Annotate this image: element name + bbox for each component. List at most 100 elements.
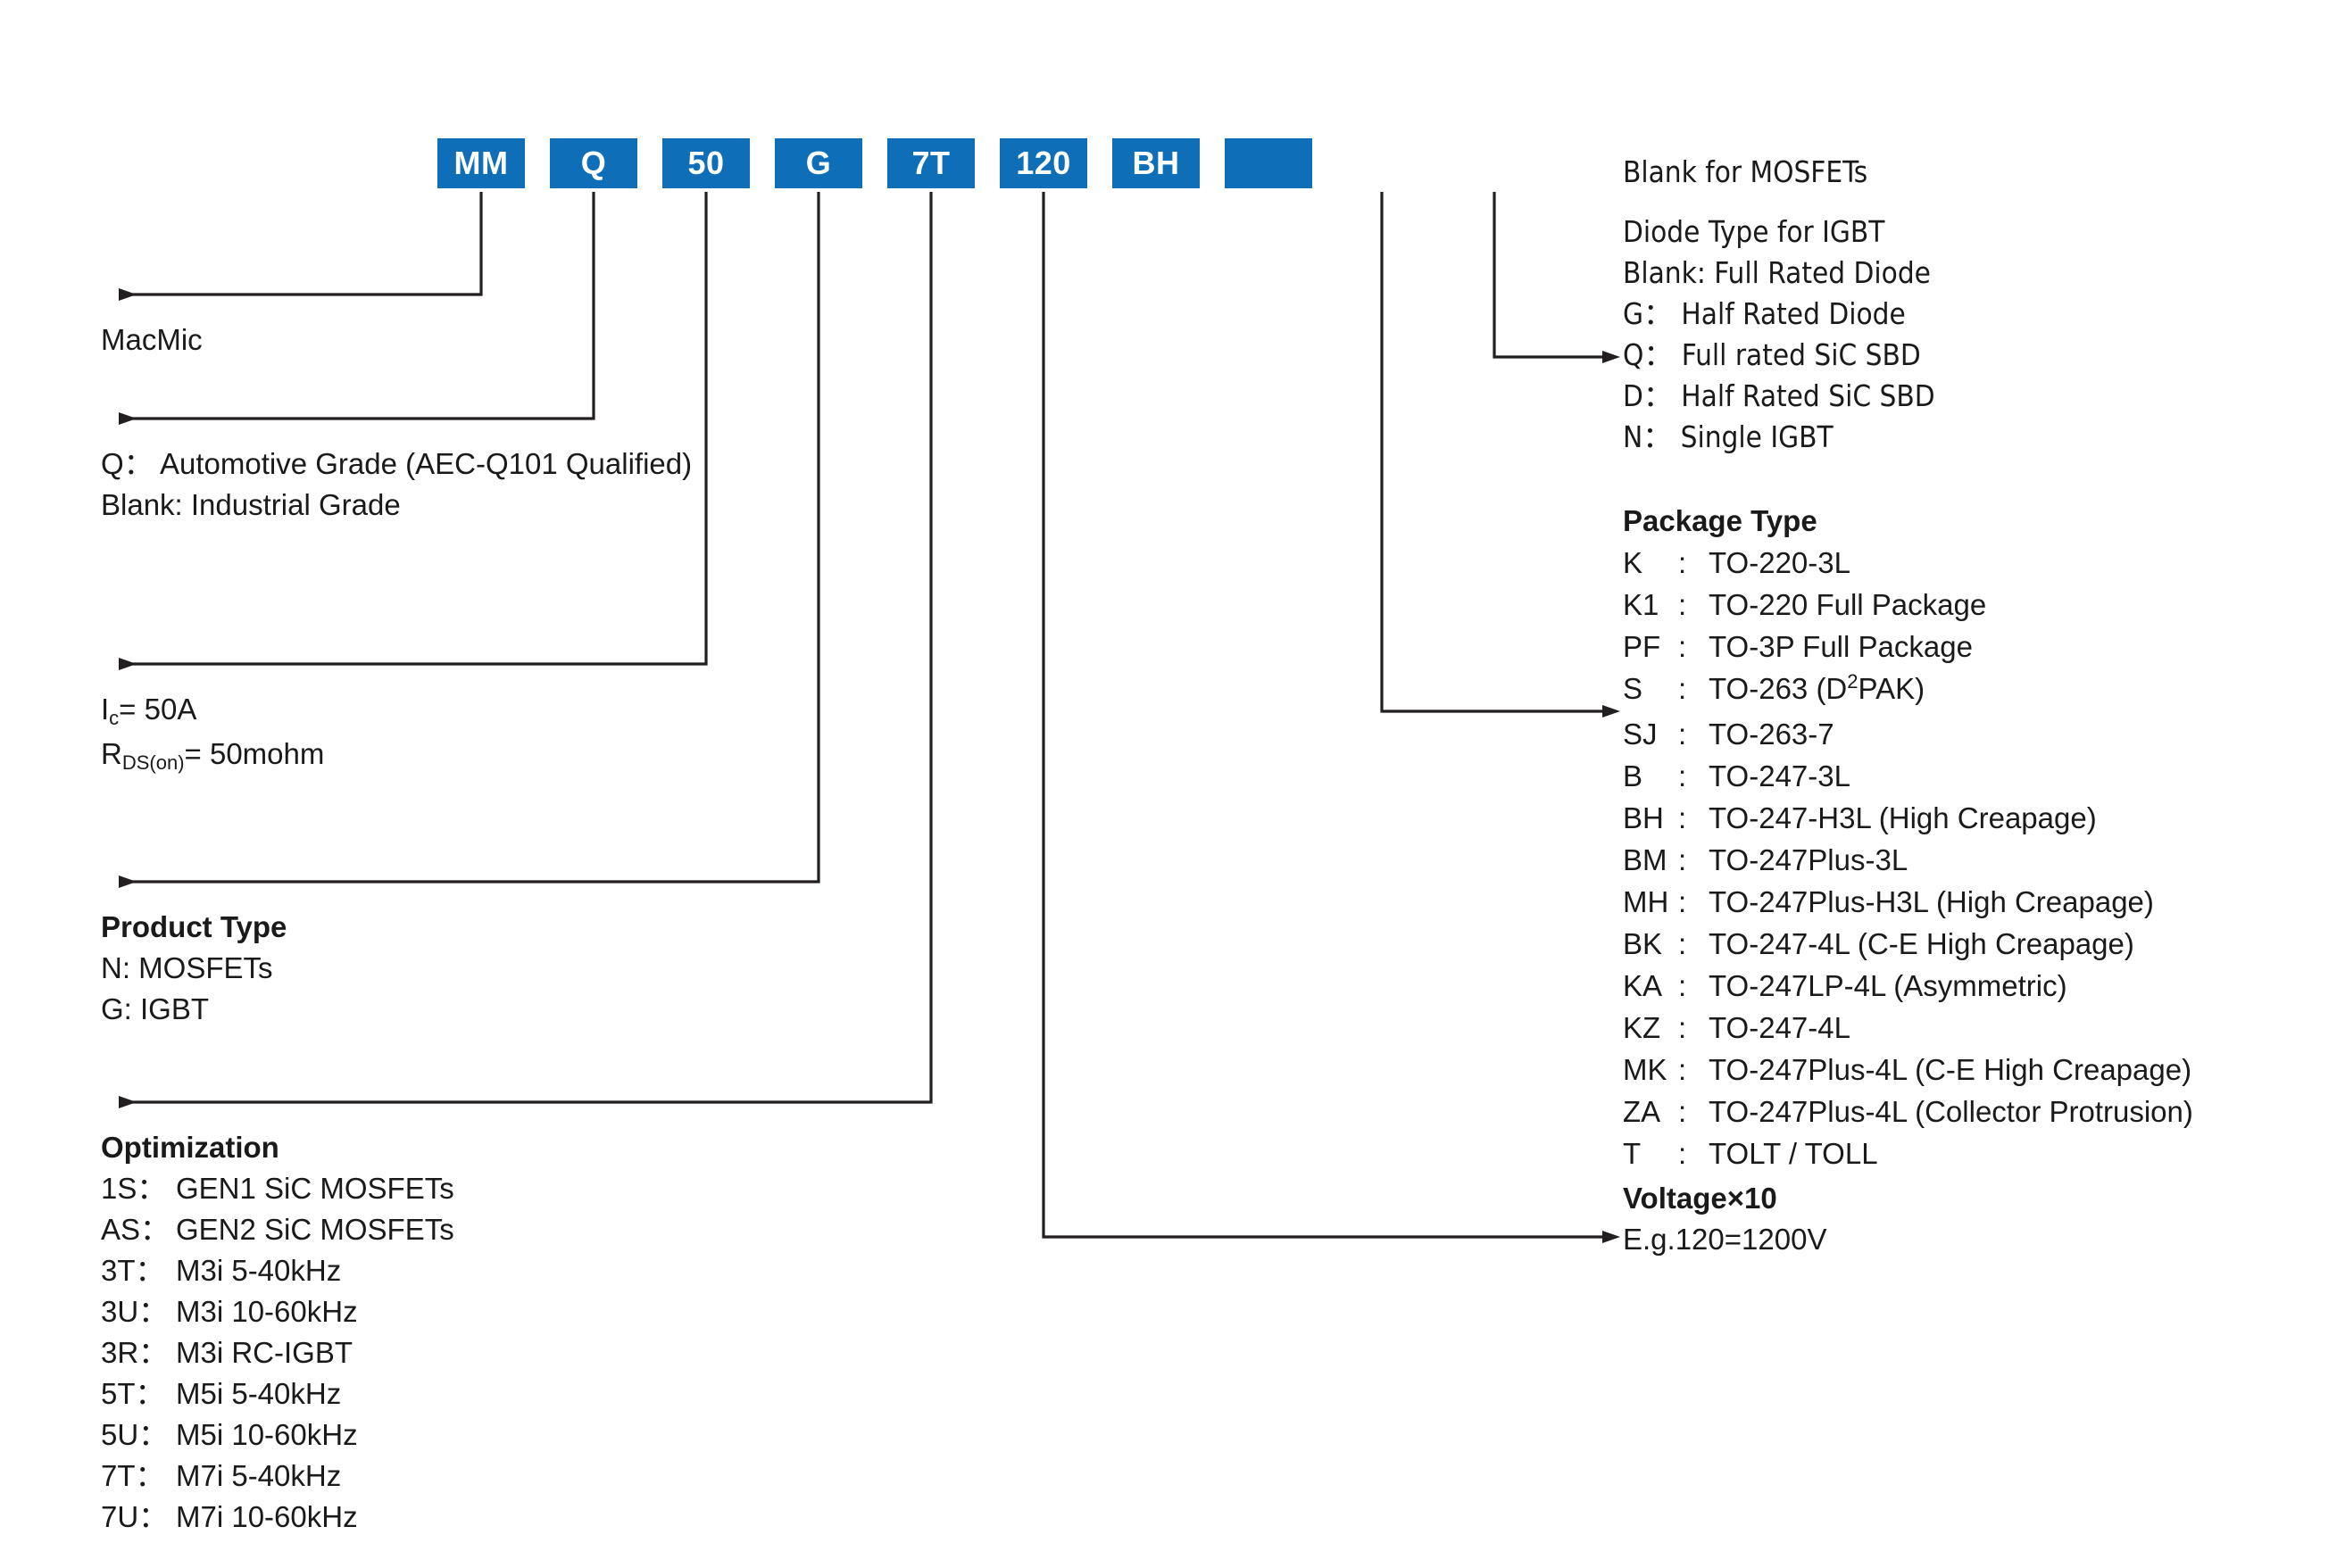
optimization-code: 3R：	[101, 1336, 169, 1369]
package-separator: :	[1678, 927, 1687, 960]
package-code: PF	[1623, 630, 1661, 663]
package-separator: :	[1678, 969, 1687, 1002]
package-separator: :	[1678, 1095, 1687, 1128]
part-number-block-50[interactable]: 50	[662, 138, 750, 188]
package-separator: :	[1678, 630, 1687, 663]
diode-type-item: Q： Full rated SiC SBD	[1623, 337, 1921, 372]
optimization-code: 7U：	[101, 1500, 169, 1533]
optimization-item: 7U：M7i 10-60kHz	[101, 1497, 454, 1538]
optimization-heading: Optimization	[101, 1131, 279, 1164]
rating-rds-on: RDS(on)= 50mohm	[101, 734, 324, 778]
annotation-brand: MacMic	[101, 319, 203, 361]
package-desc: TO-247Plus-4L (Collector Protrusion)	[1709, 1095, 2193, 1128]
optimization-desc: M5i 10-60kHz	[176, 1418, 358, 1451]
mosfet-note-label: Blank for MOSFETs	[1623, 154, 1868, 189]
package-type-item: K1: TO-220 Full Package	[1623, 584, 2193, 626]
package-desc: TO-247Plus-H3L (High Creapage)	[1709, 885, 2154, 918]
part-number-block-label: BH	[1132, 145, 1180, 181]
annotation-package-type: Package Type K:TO-220-3L K1:TO-220 Full …	[1623, 500, 2193, 1174]
optimization-item: 7T： M7i 5-40kHz	[101, 1456, 454, 1497]
part-number-block-120[interactable]: 120	[1000, 138, 1087, 188]
diode-type-heading: Diode Type for IGBT	[1623, 214, 1885, 249]
ic-subscript: c	[109, 707, 120, 729]
package-desc: TO-247-3L	[1709, 759, 1850, 792]
package-type-item: PF:TO-3P Full Package	[1623, 626, 2193, 668]
annotation-voltage: Voltage×10 E.g.120=1200V	[1623, 1178, 1826, 1260]
optimization-code: AS：	[101, 1213, 170, 1246]
package-code: MH	[1623, 885, 1669, 918]
package-desc: TO-247-4L (C-E High Creapage)	[1709, 927, 2134, 960]
package-desc: TO-263-7	[1709, 718, 1834, 751]
diode-type-item: G： Half Rated Diode	[1623, 296, 1906, 331]
grade-line-industrial: Blank: Industrial Grade	[101, 488, 401, 521]
optimization-desc: M3i 10-60kHz	[176, 1295, 358, 1328]
part-number-block-label: MM	[453, 145, 509, 181]
package-type-item: B: TO-247-3L	[1623, 755, 2193, 797]
part-number-block-g[interactable]: G	[775, 138, 862, 188]
optimization-item: 3T：M3i 5-40kHz	[101, 1250, 454, 1291]
package-separator: :	[1678, 885, 1687, 918]
package-code: B	[1623, 759, 1643, 792]
package-separator: :	[1678, 759, 1687, 792]
package-type-item: KZ:TO-247-4L	[1623, 1007, 2193, 1049]
package-type-item: K: TO-220-3L	[1623, 542, 2193, 584]
ic-prefix: I	[101, 693, 110, 726]
package-separator: :	[1678, 843, 1687, 876]
rating-collector-current: Ic= 50A	[101, 689, 324, 734]
optimization-desc: GEN2 SiC MOSFETs	[176, 1213, 454, 1246]
part-number-block-mm[interactable]: MM	[437, 138, 525, 188]
package-separator: :	[1678, 546, 1687, 579]
optimization-code: 5T：	[101, 1377, 165, 1410]
package-desc: TOLT / TOLL	[1709, 1137, 1878, 1170]
annotation-mosfet-note: Blank for MOSFETs	[1623, 152, 1867, 193]
diode-type-item: Blank: Full Rated Diode	[1623, 255, 1931, 290]
part-number-block-label: 50	[687, 145, 725, 181]
part-number-block-label: 120	[1016, 145, 1071, 181]
package-desc: TO-247Plus-3L	[1709, 843, 1908, 876]
annotation-optimization: Optimization 1S：GEN1 SiC MOSFETs AS：GEN2…	[101, 1127, 454, 1538]
optimization-code: 5U：	[101, 1418, 169, 1451]
annotation-ratings: Ic= 50A RDS(on)= 50mohm	[101, 689, 324, 778]
package-desc: TO-247Plus-4L (C-E High Creapage)	[1709, 1053, 2192, 1086]
package-desc: TO-220-3L	[1709, 546, 1850, 579]
package-desc: TO-220 Full Package	[1709, 588, 1987, 621]
optimization-item: 5U：M5i 10-60kHz	[101, 1415, 454, 1456]
package-separator: :	[1678, 1011, 1687, 1044]
package-code: BM	[1623, 843, 1667, 876]
product-type-mosfets: N: MOSFETs	[101, 951, 273, 984]
voltage-example: E.g.120=1200V	[1623, 1223, 1827, 1256]
package-type-item: T:TOLT / TOLL	[1623, 1132, 2193, 1174]
part-number-block-q[interactable]: Q	[550, 138, 637, 188]
annotation-grade: Q： Automotive Grade (AEC-Q101 Qualified)…	[101, 444, 692, 526]
optimization-item: 3R：M3i RC-IGBT	[101, 1332, 454, 1373]
grade-line-automotive: Q： Automotive Grade (AEC-Q101 Qualified)	[101, 447, 693, 480]
optimization-code: 3T：	[101, 1254, 165, 1287]
part-number-block-bh[interactable]: BH	[1112, 138, 1200, 188]
ic-value: = 50A	[119, 693, 197, 726]
optimization-code: 3U：	[101, 1295, 169, 1328]
part-number-block-label: Q	[580, 145, 607, 181]
part-number-block-label: 7T	[911, 145, 951, 181]
package-code: BH	[1623, 801, 1664, 834]
optimization-desc: GEN1 SiC MOSFETs	[176, 1172, 454, 1205]
package-separator: :	[1678, 1053, 1687, 1086]
annotation-product-type: Product Type N: MOSFETs G: IGBT	[101, 907, 287, 1030]
part-number-block-7t[interactable]: 7T	[887, 138, 975, 188]
package-code: K	[1623, 546, 1643, 579]
package-desc: TO-247-4L	[1709, 1011, 1850, 1044]
part-number-block-blank[interactable]	[1225, 138, 1312, 188]
package-type-item: SJ:TO-263-7	[1623, 713, 2193, 755]
optimization-desc: M3i RC-IGBT	[176, 1336, 353, 1369]
optimization-item: 3U：M3i 10-60kHz	[101, 1291, 454, 1332]
package-separator: :	[1678, 672, 1687, 705]
voltage-heading: Voltage×10	[1623, 1182, 1777, 1215]
package-desc: TO-247LP-4L (Asymmetric)	[1709, 969, 2067, 1002]
package-code: KA	[1623, 969, 1663, 1002]
package-code: T	[1623, 1137, 1642, 1170]
optimization-desc: M7i 5-40kHz	[176, 1459, 342, 1492]
optimization-code: 7T：	[101, 1459, 165, 1492]
part-number-block-label: G	[805, 145, 832, 181]
package-code: K1	[1623, 588, 1659, 621]
package-separator: :	[1678, 588, 1687, 621]
